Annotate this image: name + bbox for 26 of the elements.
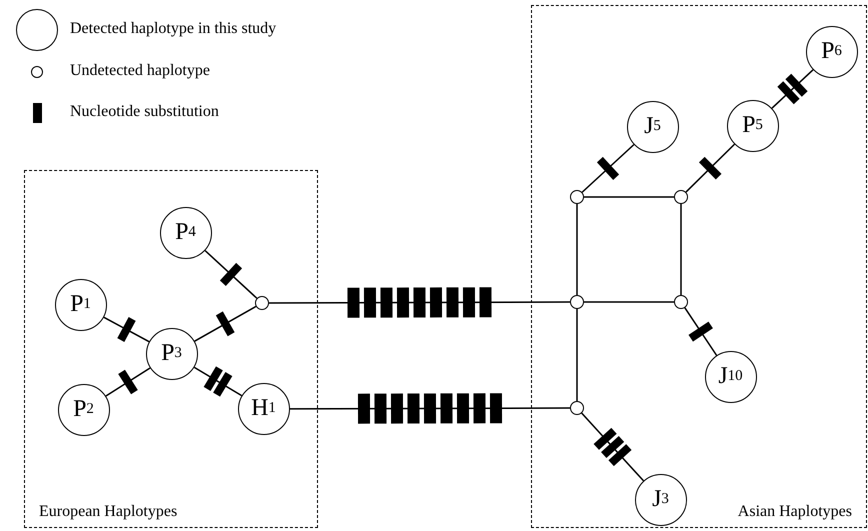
connector-line — [584, 301, 674, 303]
connector-line — [680, 204, 682, 295]
connector-line — [582, 144, 634, 193]
connector-line — [581, 412, 644, 482]
connector-line — [106, 367, 150, 397]
undetected-haplotype-node — [570, 400, 584, 414]
undetected-haplotype-node — [254, 296, 268, 310]
group-frame — [531, 5, 867, 528]
connector-line — [685, 144, 736, 193]
legend-text: Detected haplotype in this study — [70, 20, 276, 38]
connector-line — [771, 69, 814, 109]
undetected-haplotype-node — [570, 294, 584, 308]
undetected-haplotype-node — [674, 190, 688, 204]
connector-line — [584, 196, 674, 198]
undetected-haplotype-node — [674, 294, 688, 308]
legend-text: Nucleotide substitution — [70, 103, 219, 121]
group-frame — [24, 170, 318, 528]
connector-line — [194, 306, 256, 342]
legend-text: Undetected haplotype — [70, 62, 210, 80]
undetected-haplotype-node — [570, 190, 584, 204]
group-title: European Haplotypes — [39, 503, 178, 521]
connector-line — [576, 309, 578, 401]
connector-line — [684, 307, 718, 356]
connector-line — [576, 204, 578, 295]
connector-line — [204, 250, 258, 299]
group-title: Asian Haplotypes — [738, 503, 852, 521]
